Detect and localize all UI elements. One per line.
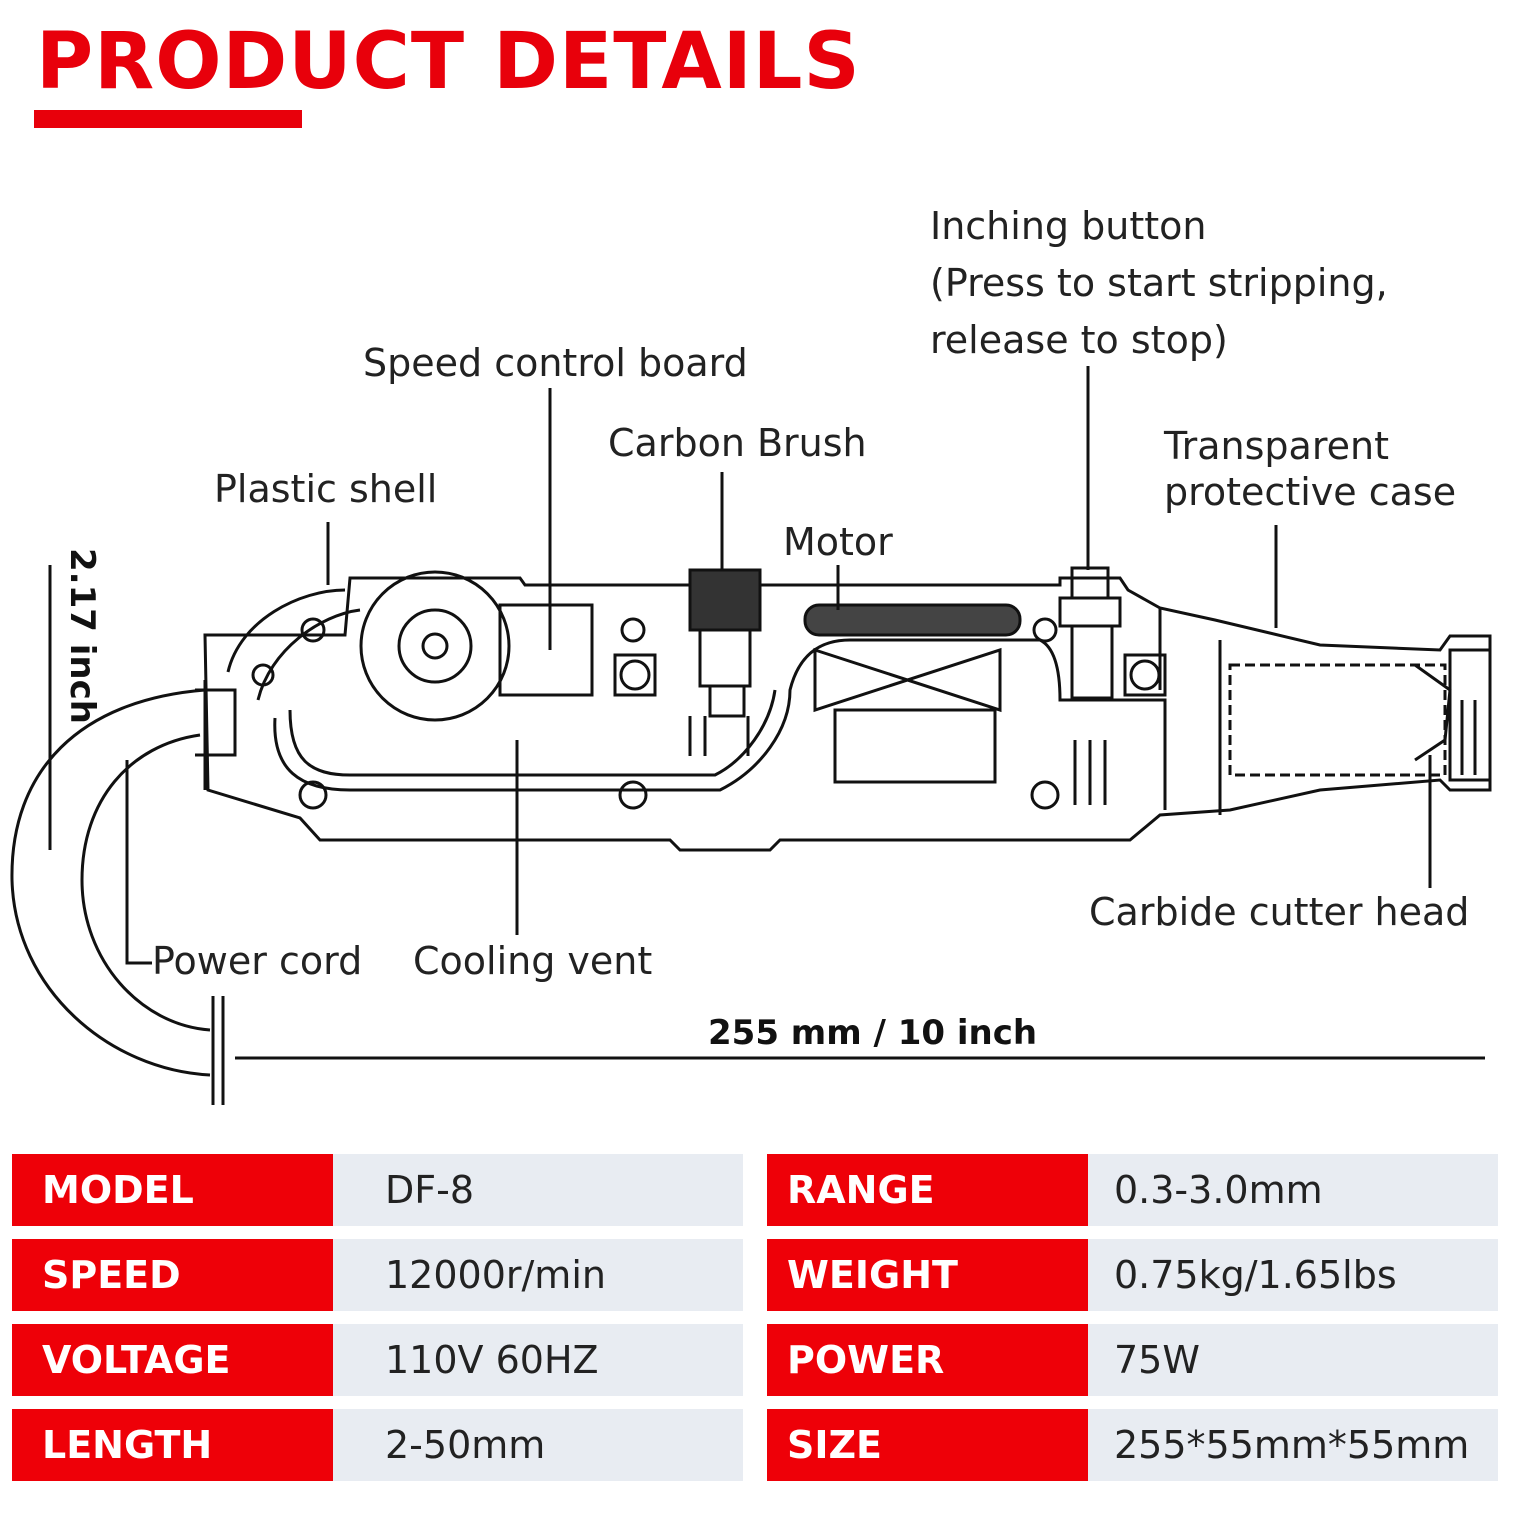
bearings bbox=[613, 653, 1167, 697]
spec-value: 110V 60HZ bbox=[333, 1324, 743, 1396]
spec-row: SIZE 255*55mm*55mm bbox=[767, 1409, 1498, 1481]
spec-key: MODEL bbox=[12, 1154, 333, 1226]
label-transparent-case: Transparent protective case bbox=[1164, 423, 1456, 515]
carbon-brush-part bbox=[688, 568, 762, 756]
spec-row: VOLTAGE 110V 60HZ bbox=[12, 1324, 743, 1396]
label-inching-button: Inching button (Press to start stripping… bbox=[930, 198, 1388, 369]
label-motor: Motor bbox=[783, 520, 893, 564]
dimension-height: 2.17 inch bbox=[62, 548, 102, 724]
spec-key: RANGE bbox=[767, 1154, 1088, 1226]
dimension-lines bbox=[48, 565, 1485, 1060]
spec-row: WEIGHT 0.75kg/1.65lbs bbox=[767, 1239, 1498, 1311]
spec-row: RANGE 0.3-3.0mm bbox=[767, 1154, 1498, 1226]
cutter-head-part bbox=[1228, 648, 1492, 782]
spec-row: SPEED 12000r/min bbox=[12, 1239, 743, 1311]
tool-diagram bbox=[10, 366, 1492, 1105]
label-inching-button-line3: release to stop) bbox=[930, 318, 1228, 362]
label-cooling-vent: Cooling vent bbox=[413, 939, 653, 983]
spec-value: 2-50mm bbox=[333, 1409, 743, 1481]
dimension-length: 255 mm / 10 inch bbox=[708, 1013, 1038, 1053]
spec-key: VOLTAGE bbox=[12, 1324, 333, 1396]
spec-value: 0.75kg/1.65lbs bbox=[1088, 1239, 1498, 1311]
spec-value: DF-8 bbox=[333, 1154, 743, 1226]
label-speed-control-board: Speed control board bbox=[363, 341, 748, 385]
label-plastic-shell: Plastic shell bbox=[214, 467, 438, 511]
spec-value: 0.3-3.0mm bbox=[1088, 1154, 1498, 1226]
label-carbide-cutter-head: Carbide cutter head bbox=[1089, 890, 1470, 934]
power-cord-part bbox=[10, 688, 225, 1105]
label-power-cord: Power cord bbox=[152, 939, 363, 983]
inching-button-part bbox=[1058, 566, 1122, 700]
spec-row: POWER 75W bbox=[767, 1324, 1498, 1396]
motor-part bbox=[803, 603, 1107, 805]
spec-row: LENGTH 2-50mm bbox=[12, 1409, 743, 1481]
spec-value: 12000r/min bbox=[333, 1239, 743, 1311]
label-transparent-case-line1: Transparent bbox=[1164, 424, 1389, 468]
label-inching-button-line1: Inching button bbox=[930, 204, 1207, 248]
spec-value: 255*55mm*55mm bbox=[1088, 1409, 1498, 1481]
spec-key: SPEED bbox=[12, 1239, 333, 1311]
label-carbon-brush: Carbon Brush bbox=[608, 421, 867, 465]
spec-key: POWER bbox=[767, 1324, 1088, 1396]
spec-row: MODEL DF-8 bbox=[12, 1154, 743, 1226]
leader-lines bbox=[125, 366, 1432, 965]
screws bbox=[251, 617, 1060, 810]
label-inching-button-line2: (Press to start stripping, bbox=[930, 261, 1388, 305]
spec-key: LENGTH bbox=[12, 1409, 333, 1481]
spec-key: WEIGHT bbox=[767, 1239, 1088, 1311]
label-transparent-case-line2: protective case bbox=[1164, 470, 1457, 514]
spec-value: 75W bbox=[1088, 1324, 1498, 1396]
spec-key: SIZE bbox=[767, 1409, 1088, 1481]
title-underline bbox=[34, 110, 302, 128]
speed-control-wheel bbox=[359, 570, 594, 722]
page-title: PRODUCT DETAILS bbox=[36, 17, 861, 107]
